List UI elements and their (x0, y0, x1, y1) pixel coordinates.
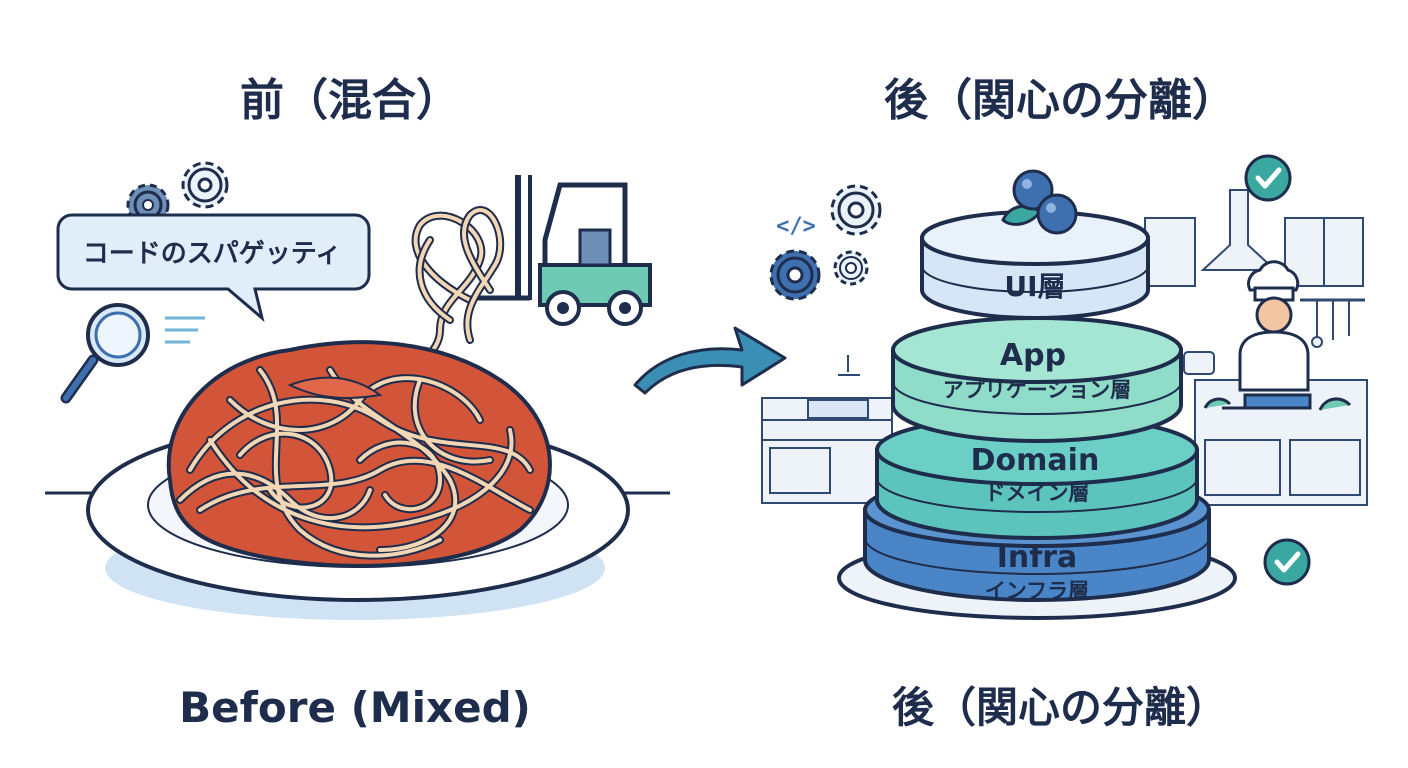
gear-icon (833, 250, 869, 286)
gear-icon (830, 184, 882, 236)
check-icon (1263, 538, 1311, 586)
gear-icon (769, 249, 821, 301)
layer-app-en: App (1000, 338, 1066, 373)
layer-domain-en: Domain (971, 443, 1100, 478)
layer-domain-jp: ドメイン層 (985, 481, 1090, 505)
check-icon (1244, 154, 1292, 202)
layer-domain: Domain ドメイン層 (875, 414, 1199, 540)
forklift-icon (470, 175, 652, 326)
magnifier-icon (60, 303, 205, 404)
before-top-title: 前（混合） (240, 75, 460, 126)
after-bottom-title: 後（関心の分離） (892, 683, 1228, 732)
after-top-title: 後（関心の分離） (884, 75, 1236, 126)
spaghetti-pile (166, 340, 552, 568)
code-icon: </> (776, 214, 816, 239)
chef-figure (1203, 260, 1352, 411)
speech-bubble: コードのスパゲッティ (56, 213, 371, 323)
layer-infra-jp: インフラ層 (985, 579, 1089, 603)
before-bottom-title: Before (Mixed) (179, 683, 531, 732)
layer-infra-en: Infra (997, 540, 1078, 575)
kitchen-background (761, 189, 1368, 506)
layer-ui-label: UI層 (1004, 270, 1065, 303)
transition-arrow (633, 326, 787, 395)
layer-app: App アプリケーション層 (891, 316, 1183, 443)
berries-topping (1001, 169, 1078, 235)
svg-text:</>: </> (776, 214, 816, 239)
gear-icon (181, 161, 229, 209)
speech-bubble-text: コードのスパゲッティ (83, 239, 341, 269)
layer-app-jp: アプリケーション層 (943, 378, 1132, 402)
layer-ui: UI層 (920, 210, 1150, 320)
